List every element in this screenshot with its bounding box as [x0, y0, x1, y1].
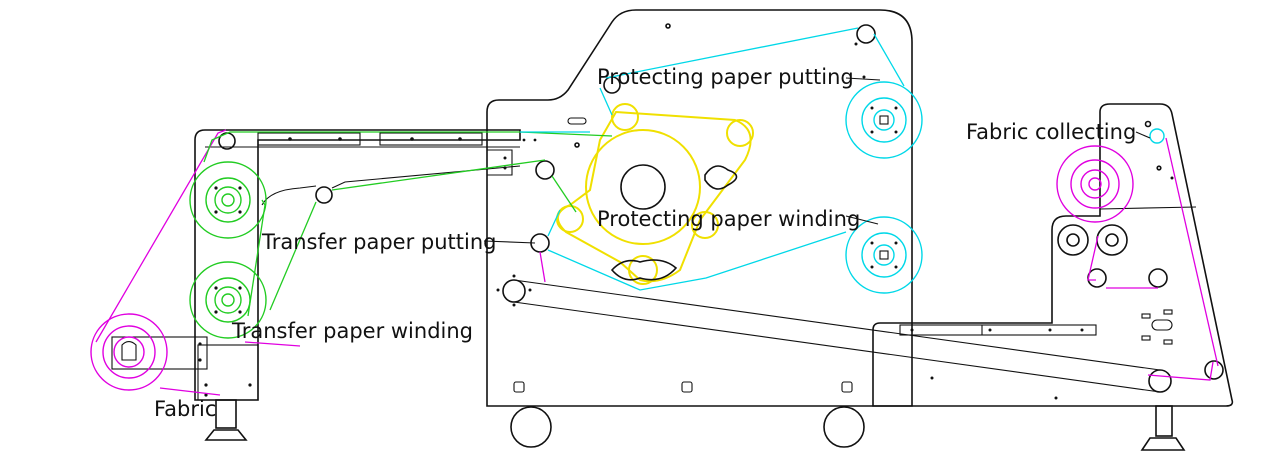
protecting-paper-path: [520, 27, 905, 291]
main-body: [486, 9, 913, 448]
label-fabric: Fabric: [154, 397, 216, 421]
wheel: [823, 406, 865, 448]
label-transfer-paper-winding: Transfer paper winding: [231, 319, 473, 343]
label-transfer-paper-putting: Transfer paper putting: [261, 230, 496, 254]
guide-roller: [315, 186, 333, 204]
label-protecting-paper-putting: Protecting paper putting: [597, 65, 854, 89]
fabric-collecting-roll: [1056, 128, 1165, 223]
protecting-paper-winding-roll: [845, 216, 923, 294]
fabric-unwind-roll: [90, 313, 208, 391]
fabric-path: [95, 129, 1219, 396]
transfer-paper-putting-roll: [189, 161, 267, 239]
diagram-labels: Protecting paper putting Protecting pape…: [154, 65, 1151, 421]
label-fabric-collecting: Fabric collecting: [966, 120, 1136, 144]
right-frame: [872, 103, 1234, 451]
protecting-paper-putting-roll: [845, 81, 923, 159]
label-protecting-paper-winding: Protecting paper winding: [597, 207, 860, 231]
heat-drum: [556, 103, 754, 285]
conveyor-belt: [496, 274, 1172, 393]
transfer-paper-path: [203, 131, 613, 317]
wheel: [510, 406, 552, 448]
